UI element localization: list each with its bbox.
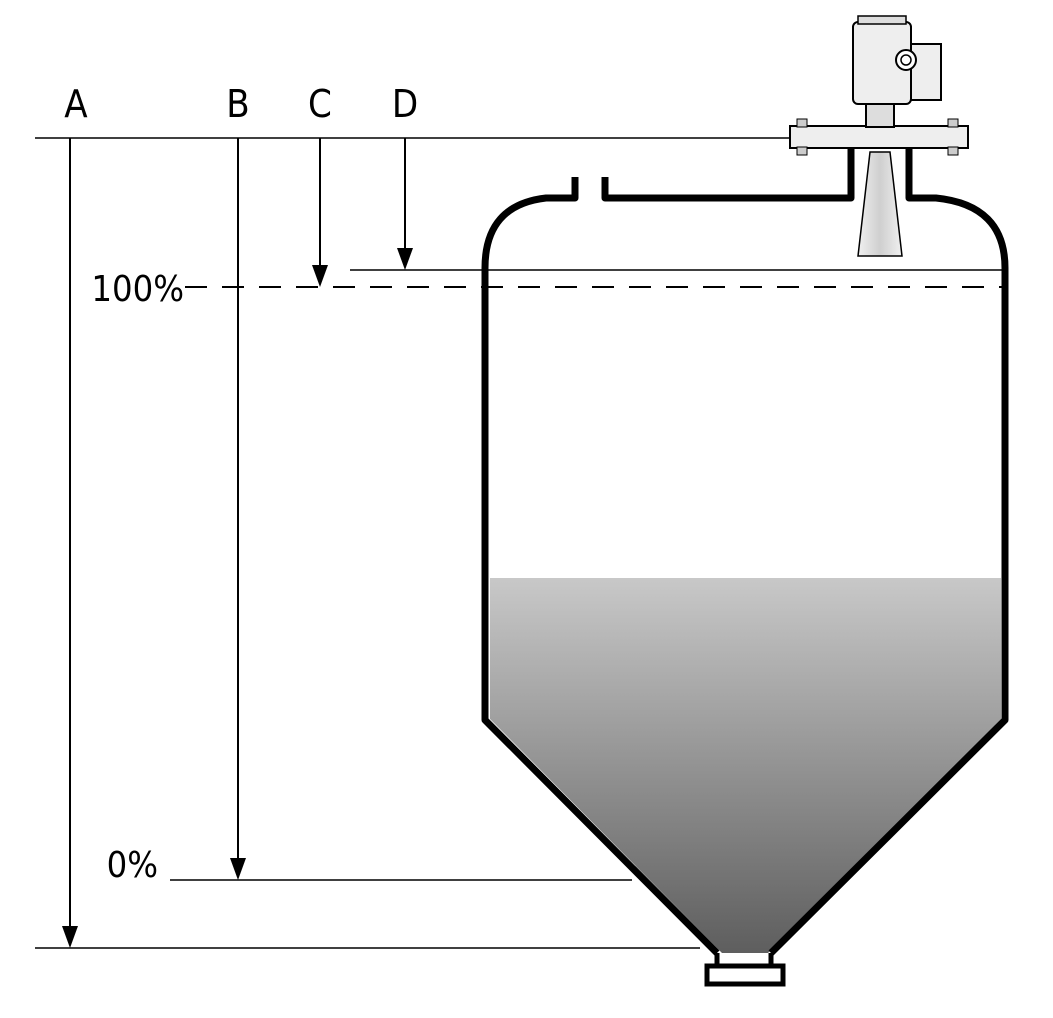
label-b: B: [226, 82, 249, 126]
outlet-flange: [704, 963, 786, 987]
arrow-b: [230, 138, 246, 880]
arrow-c: [312, 138, 328, 287]
label-empty-percent: 0%: [107, 845, 158, 886]
label-d: D: [392, 82, 418, 126]
label-c: C: [308, 82, 332, 126]
sensor-cable-gland: [895, 49, 917, 71]
silo-outline: [481, 148, 1009, 956]
sensor-side-box: [910, 43, 942, 101]
label-a: A: [64, 82, 88, 126]
arrow-d: [397, 138, 413, 270]
sensor-flange: [789, 125, 969, 149]
material-fill: [490, 578, 1001, 953]
radar-level-sensor-icon: [789, 15, 969, 257]
arrow-a: [62, 138, 78, 948]
sensor-horn: [857, 151, 903, 257]
label-full-percent: 100%: [91, 269, 184, 310]
